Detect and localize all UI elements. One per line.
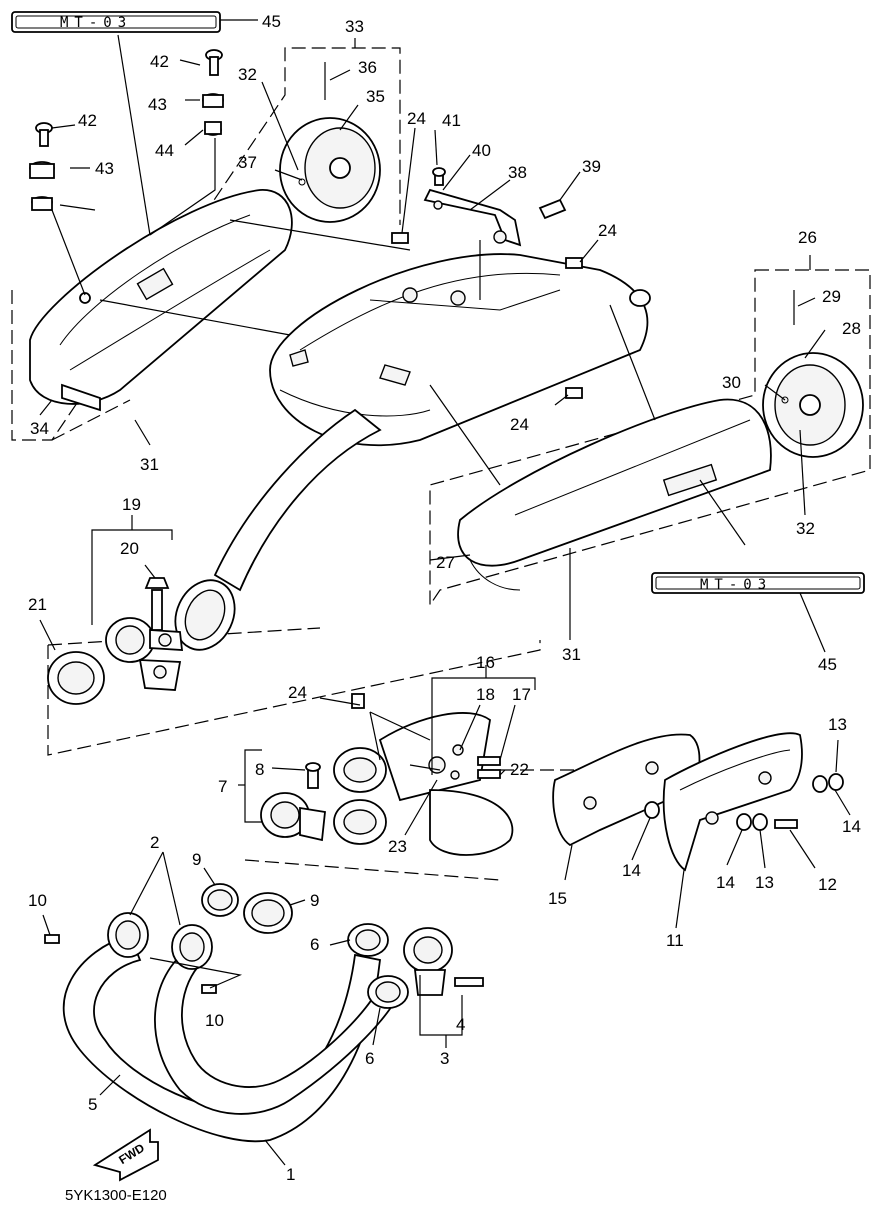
callout-24-mid: 24 (598, 221, 617, 240)
end-cap-28 (762, 352, 864, 458)
callout-8: 8 (255, 760, 264, 779)
callout-21: 21 (28, 595, 47, 614)
callout-2: 2 (150, 833, 159, 852)
emblem-top-text: MT-03 (60, 15, 132, 31)
callout-17: 17 (512, 685, 531, 704)
callout-44: 44 (155, 141, 174, 160)
figure-code: 5YK1300-E120 (65, 1187, 167, 1204)
callout-16: 16 (476, 653, 495, 672)
callout-23: 23 (388, 837, 407, 856)
callout-42-left: 42 (78, 111, 97, 130)
callout-31-left: 31 (140, 455, 159, 474)
callout-31-right: 31 (562, 645, 581, 664)
callout-19: 19 (122, 495, 141, 514)
protector-11 (662, 732, 803, 872)
clamp-19 (105, 617, 184, 691)
callout-12: 12 (818, 875, 837, 894)
callout-5: 5 (88, 1095, 97, 1114)
callout-13-bottom: 13 (755, 873, 774, 892)
callout-9-left: 9 (192, 850, 201, 869)
callout-7: 7 (218, 777, 227, 796)
forward-arrow: FWD (92, 1128, 159, 1182)
callout-32-top: 32 (238, 65, 257, 84)
flange-assembly-16 (333, 712, 514, 856)
callout-42-top: 42 (150, 52, 169, 71)
bracket-38 (423, 188, 522, 247)
link-pipe (213, 408, 382, 592)
callout-43-top: 43 (148, 95, 167, 114)
callout-37: 37 (238, 153, 257, 172)
callout-32-right: 32 (796, 519, 815, 538)
callout-36: 36 (358, 58, 377, 77)
callout-9-right: 9 (310, 891, 319, 910)
callout-33: 33 (345, 17, 364, 36)
callout-6-bottom: 6 (365, 1049, 374, 1068)
callout-40: 40 (472, 141, 491, 160)
callout-41: 41 (442, 111, 461, 130)
callout-27: 27 (436, 553, 455, 572)
callout-13-top: 13 (828, 715, 847, 734)
emblem-top: MT-03 (11, 11, 221, 33)
callout-labels: 45 33 42 36 32 43 35 42 24 41 44 40 43 3… (28, 12, 861, 1184)
callout-20: 20 (120, 539, 139, 558)
callout-35: 35 (366, 87, 385, 106)
callout-10-left: 10 (28, 891, 47, 910)
muffler-cover-left (29, 189, 293, 412)
callout-24-bottom: 24 (288, 683, 307, 702)
callout-15: 15 (548, 889, 567, 908)
callout-30: 30 (722, 373, 741, 392)
callout-24-lower: 24 (510, 415, 529, 434)
callout-11: 11 (666, 931, 684, 950)
muffler-cover-right (457, 398, 772, 591)
emblem-right: MT-03 (651, 572, 865, 594)
callout-3: 3 (440, 1049, 449, 1068)
callout-24-top: 24 (407, 109, 426, 128)
callout-4: 4 (456, 1015, 465, 1034)
emblem-right-text: MT-03 (700, 577, 772, 593)
end-cap-35 (279, 117, 381, 223)
callout-14-mid: 14 (716, 873, 735, 892)
callout-45-right: 45 (818, 655, 837, 674)
callout-14-right: 14 (842, 817, 861, 836)
callout-6-top: 6 (310, 935, 319, 954)
callout-1: 1 (286, 1165, 295, 1184)
protector-15 (552, 733, 701, 847)
callout-14-left: 14 (622, 861, 641, 880)
callout-18: 18 (476, 685, 495, 704)
callout-29: 29 (822, 287, 841, 306)
callout-43-left: 43 (95, 159, 114, 178)
callout-10-bottom: 10 (205, 1011, 224, 1030)
callout-38: 38 (508, 163, 527, 182)
callout-22: 22 (510, 760, 529, 779)
muffler-body (269, 253, 651, 447)
callout-39: 39 (582, 157, 601, 176)
callout-34: 34 (30, 419, 49, 438)
callout-26: 26 (798, 228, 817, 247)
leader-lines (39, 34, 851, 1166)
callout-28: 28 (842, 319, 861, 338)
callout-45-top: 45 (262, 12, 281, 31)
